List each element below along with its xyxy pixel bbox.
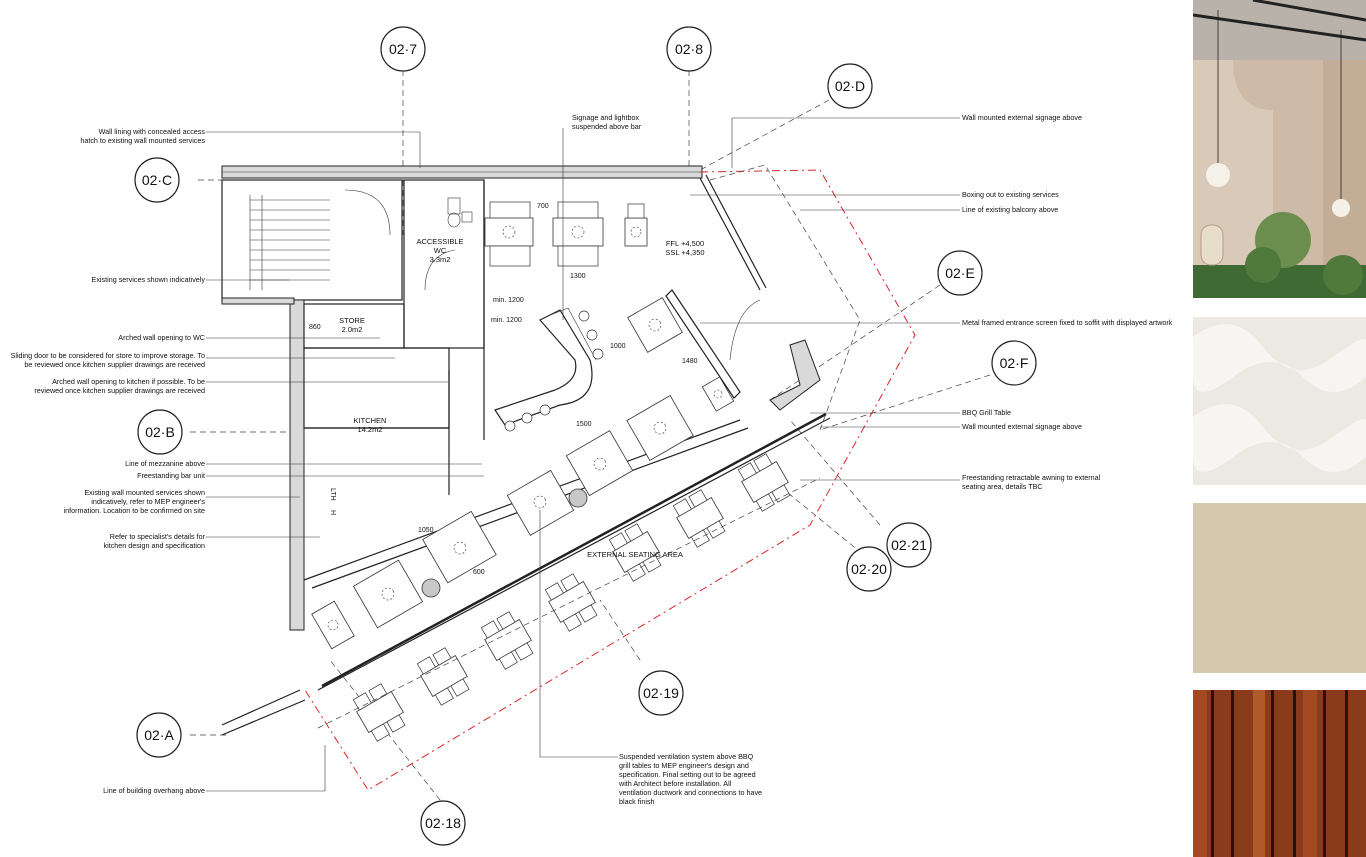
note-specialist-2: kitchen design and specification — [104, 541, 206, 550]
dim-1300: 1300 — [570, 273, 586, 280]
stone-swatch — [1193, 503, 1366, 673]
note-bbq-table: BBQ Grill Table — [962, 408, 1011, 417]
kitchen-area: 14.2m2 — [357, 425, 382, 434]
dim-1480: 1480 — [682, 358, 698, 365]
balcony-line — [709, 164, 861, 431]
dimension-labels: 700 1300 860 min. 1200 min. 1200 1000 14… — [309, 203, 698, 576]
grid-label: 02·B — [145, 424, 175, 440]
note-wall-services-2: indicatively, refer to MEP engineer's — [91, 497, 205, 506]
note-ext-signage: Wall mounted external signage above — [962, 422, 1082, 431]
note-wall-services: Existing wall mounted services shown — [84, 488, 205, 497]
grid-marker-02-C: 02·C — [134, 157, 180, 203]
note-ventilation-3: specification. Final setting out to be a… — [619, 770, 756, 779]
grid-marker-02-19: 02·19 — [638, 670, 684, 716]
wc-fixtures — [424, 197, 473, 291]
leader-lines — [206, 117, 960, 792]
grid-marker-02-E: 02·E — [937, 250, 983, 296]
note-sliding-door: Sliding door to be considered for store … — [11, 351, 205, 360]
wc-label: ACCESSIBLE — [416, 237, 463, 246]
terrazzo-swatch — [1193, 317, 1366, 485]
note-arched-wc: Arched wall opening to WC — [118, 333, 205, 342]
dim-1500: 1500 — [576, 421, 592, 428]
stair-treads — [249, 189, 391, 290]
grid-label: 02·20 — [851, 561, 887, 577]
grid-label: 02·D — [835, 78, 865, 94]
note-boxing: Boxing out to existing services — [962, 190, 1059, 199]
grid-marker-02-21: 02·21 — [886, 522, 932, 568]
notes-right: Wall mounted external signage above Boxi… — [962, 113, 1173, 491]
note-ventilation-2: grill tables to MEP engineer's design an… — [619, 761, 749, 770]
wc-label-2: WC — [434, 246, 447, 255]
store-area: 2.0m2 — [342, 325, 363, 334]
dim-lth: LTH — [329, 488, 336, 501]
grid-label: 02·18 — [425, 815, 461, 831]
dim-min-1200-a: min. 1200 — [493, 297, 524, 304]
wc-area: 3.3m2 — [430, 255, 451, 264]
grid-marker-02-7: 02·7 — [380, 26, 426, 72]
grid-label: 02·A — [144, 727, 174, 743]
grid-label: 02·C — [142, 172, 172, 188]
kitchen-label: KITCHEN — [354, 416, 387, 425]
note-wall-lining: Wall lining with concealed access — [99, 127, 206, 136]
grid-label: 02·F — [1000, 355, 1029, 371]
note-wall-services-3: information. Location to be confirmed on… — [64, 506, 205, 515]
note-wall-lining-2: hatch to existing wall mounted services — [80, 136, 205, 145]
grid-marker-02-F: 02·F — [991, 340, 1037, 386]
grid-label: 02·8 — [675, 41, 703, 57]
grid-marker-02-B: 02·B — [137, 409, 183, 455]
external-area-label: EXTERNAL SEATING AREA — [587, 550, 683, 559]
note-sliding-door-2: be reviewed once kitchen supplier drawin… — [24, 360, 205, 369]
dim-860: 860 — [309, 324, 321, 331]
grid-label: 02·21 — [891, 537, 927, 553]
ffl-level: FFL +4,500 — [666, 239, 704, 248]
note-arched-kitchen-2: reviewed once kitchen supplier drawings … — [34, 386, 205, 395]
grid-label: 02·E — [945, 265, 975, 281]
note-entrance-screen: Metal framed entrance screen fixed to so… — [962, 318, 1173, 327]
grid-marker-02-A: 02·A — [136, 712, 182, 758]
store-label: STORE — [339, 316, 365, 325]
interior-photo-swatch — [1193, 0, 1366, 298]
notes-left: Wall lining with concealed access hatch … — [11, 127, 206, 795]
site-boundary — [304, 169, 916, 791]
note-balcony: Line of existing balcony above — [962, 205, 1058, 214]
note-ventilation: Suspended ventilation system above BBQ — [619, 752, 754, 761]
grid-marker-02-D: 02·D — [827, 63, 873, 109]
room-labels: ACCESSIBLE WC 3.3m2 STORE 2.0m2 KITCHEN … — [339, 237, 704, 559]
note-ventilation-6: black finish — [619, 797, 655, 806]
dim-1000: 1000 — [610, 343, 626, 350]
note-ventilation-5: ventilation ductwork and connections to … — [619, 788, 762, 797]
notes-top: Signage and lightbox suspended above bar — [572, 113, 642, 131]
note-overhang: Line of building overhang above — [103, 786, 205, 795]
note-bar-unit: Freestanding bar unit — [137, 471, 205, 480]
external-seating — [317, 453, 821, 742]
grid-marker-02-18: 02·18 — [420, 800, 466, 846]
dim-1050: 1050 — [418, 527, 434, 534]
dim-min-1200-b: min. 1200 — [491, 317, 522, 324]
note-specialist: Refer to specialist's details for — [110, 532, 206, 541]
interior-seating — [311, 201, 735, 650]
note-mezzanine: Line of mezzanine above — [125, 459, 205, 468]
grid-marker-02-20: 02·20 — [846, 546, 892, 592]
dim-h: H — [329, 510, 336, 515]
ssl-level: SSL +4,350 — [665, 248, 704, 257]
grid-marker-02-8: 02·8 — [666, 26, 712, 72]
note-arched-kitchen: Arched wall opening to kitchen if possib… — [52, 377, 205, 386]
note-existing-services: Existing services shown indicatively — [92, 275, 206, 284]
dim-600: 600 — [473, 569, 485, 576]
note-signage: Signage and lightbox — [572, 113, 640, 122]
note-awning: Freestanding retractable awning to exter… — [962, 473, 1101, 482]
note-ventilation-4: with Architect before installation. All — [618, 779, 732, 788]
notes-bottom: Suspended ventilation system above BBQ g… — [618, 752, 762, 806]
brick-swatch — [1193, 690, 1366, 857]
grid-label: 02·19 — [643, 685, 679, 701]
note-signage-2: suspended above bar — [572, 122, 642, 131]
note-ext-signage-top: Wall mounted external signage above — [962, 113, 1082, 122]
note-awning-2: seating area, details TBC — [962, 482, 1043, 491]
grid-label: 02·7 — [389, 41, 417, 57]
dim-700: 700 — [537, 203, 549, 210]
